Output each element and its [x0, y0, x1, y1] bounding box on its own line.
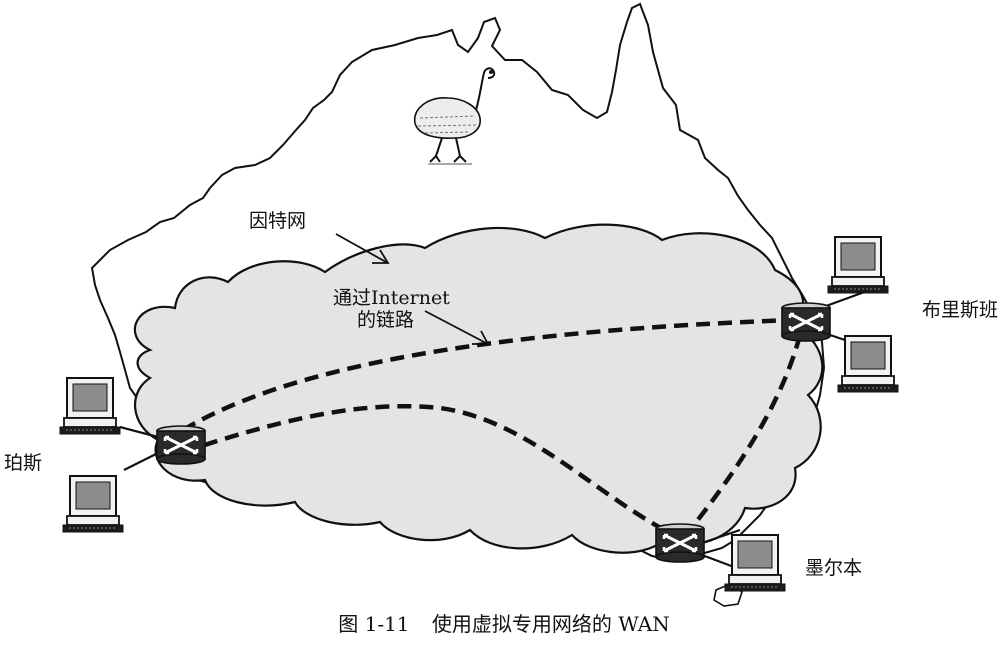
link-brisbane-melbourne	[680, 334, 803, 542]
internet-label: 因特网	[249, 210, 307, 232]
computer-icon	[59, 377, 121, 435]
link-label-line1: 通过Internet	[333, 287, 450, 309]
computer-icon	[837, 335, 899, 393]
vpn-links	[181, 317, 803, 542]
internet-cloud	[133, 223, 824, 554]
brisbane-label: 布里斯班	[922, 299, 999, 321]
perth-label: 珀斯	[4, 452, 43, 474]
figure-caption: 图 1-11 使用虚拟专用网络的 WAN	[0, 608, 1008, 637]
link-pointer-arrow	[424, 310, 490, 345]
emu-icon	[414, 67, 496, 165]
melbourne-label: 墨尔本	[805, 557, 863, 579]
router-icon	[780, 301, 832, 343]
figure-number: 图 1-11	[338, 612, 410, 636]
link-perth-brisbane	[181, 317, 794, 432]
computer-icon	[827, 236, 889, 294]
internet-pointer-arrow	[335, 233, 390, 264]
figure-title: 使用虚拟专用网络的 WAN	[431, 612, 670, 636]
computer-icon	[62, 475, 124, 533]
link-label-line2: 的链路	[357, 309, 415, 331]
computer-icon	[724, 534, 786, 592]
router-icon	[654, 522, 706, 564]
link-perth-melbourne	[182, 404, 681, 541]
router-icon	[155, 424, 207, 466]
